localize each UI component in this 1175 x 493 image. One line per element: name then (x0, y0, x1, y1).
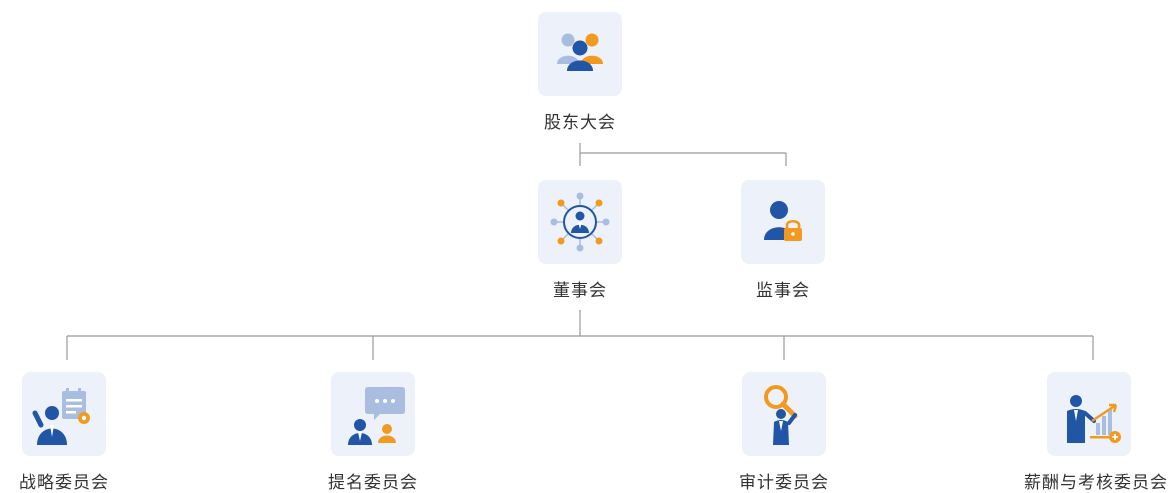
node-strategy: 战略委员会 (0, 372, 129, 493)
network-person-icon (538, 180, 622, 264)
person-calendar-gear-icon (22, 372, 106, 456)
node-label: 薪酬与考核委员会 (1024, 473, 1168, 493)
node-label: 董事会 (553, 281, 607, 301)
node-board: 董事会 (515, 180, 645, 301)
person-growth-chart-icon (1047, 372, 1131, 456)
node-label: 提名委员会 (328, 473, 418, 493)
user-lock-icon (741, 180, 825, 264)
node-audit: 审计委员会 (719, 372, 849, 493)
node-supervisors: 监事会 (718, 180, 848, 301)
person-magnifier-icon (742, 372, 826, 456)
node-label: 审计委员会 (739, 473, 829, 493)
node-label: 监事会 (756, 281, 810, 301)
node-compensation: 薪酬与考核委员会 (1024, 372, 1168, 493)
node-shareholders: 股东大会 (515, 12, 645, 133)
users-group-icon (538, 12, 622, 96)
node-nomination: 提名委员会 (308, 372, 438, 493)
node-label: 战略委员会 (19, 473, 109, 493)
node-label: 股东大会 (544, 113, 616, 133)
person-chat-icon (331, 372, 415, 456)
